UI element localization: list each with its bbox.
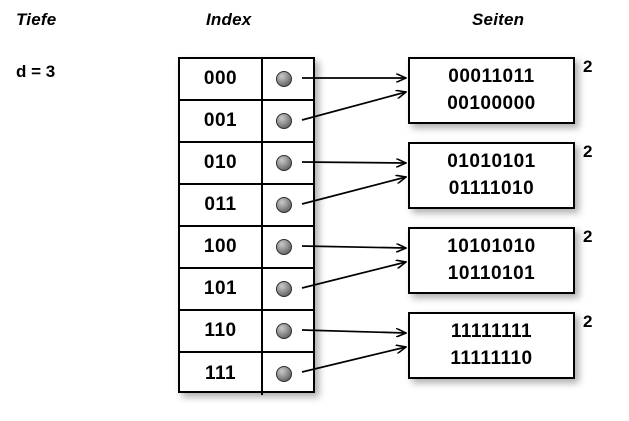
index-row[interactable]: 011	[180, 185, 313, 227]
page-local-depth: 2	[583, 57, 593, 76]
index-pointer-cell[interactable]	[263, 101, 313, 141]
index-key: 101	[180, 269, 263, 309]
page-record: 01111010	[448, 177, 535, 199]
page-local-depth: 2	[583, 312, 593, 331]
arrow-row2-to-page1	[301, 162, 406, 163]
page-box[interactable]: 00011011 00100000	[408, 57, 575, 124]
index-row[interactable]: 101	[180, 269, 313, 311]
index-key: 001	[180, 101, 263, 141]
page-record: 10101010	[447, 235, 536, 257]
index-row[interactable]: 001	[180, 101, 313, 143]
index-table: 000 001 010 011 100	[178, 57, 315, 395]
arrow-row3-to-page1	[301, 177, 406, 205]
index-key: 100	[180, 227, 263, 267]
index-key: 011	[180, 185, 263, 225]
arrow-row5-to-page2	[301, 262, 406, 289]
page-record: 00011011	[448, 65, 535, 87]
pointer-dot-icon	[276, 155, 292, 171]
pointer-dot-icon	[276, 113, 292, 129]
pointer-dot-icon	[276, 71, 292, 87]
page-box[interactable]: 10101010 10110101	[408, 227, 575, 294]
page-record: 11111110	[450, 347, 533, 369]
global-depth-value: d = 3	[16, 62, 56, 81]
index-row[interactable]: 010	[180, 143, 313, 185]
arrow-row1-to-page0	[301, 92, 406, 121]
index-pointer-cell[interactable]	[263, 185, 313, 225]
column-heading-depth: Tiefe	[16, 10, 57, 29]
index-row[interactable]: 100	[180, 227, 313, 269]
index-pointer-cell[interactable]	[263, 269, 313, 309]
index-key: 010	[180, 143, 263, 183]
index-key: 110	[180, 311, 263, 351]
index-row[interactable]: 111	[180, 353, 313, 395]
index-pointer-cell[interactable]	[263, 143, 313, 183]
index-pointer-cell[interactable]	[263, 353, 313, 395]
pointer-dot-icon	[276, 281, 292, 297]
index-key: 000	[180, 59, 263, 99]
arrow-row6-to-page3	[301, 330, 406, 333]
page-box[interactable]: 01010101 01111010	[408, 142, 575, 209]
pointer-dot-icon	[276, 239, 292, 255]
pointer-dot-icon	[276, 366, 292, 382]
arrow-row4-to-page2	[301, 246, 406, 248]
page-local-depth: 2	[583, 142, 593, 161]
arrow-row7-to-page3	[301, 347, 406, 373]
page-record: 11111111	[450, 320, 533, 342]
index-key: 111	[180, 353, 263, 395]
index-pointer-cell[interactable]	[263, 311, 313, 351]
index-row[interactable]: 000	[180, 59, 313, 101]
index-pointer-cell[interactable]	[263, 227, 313, 267]
pointer-dot-icon	[276, 323, 292, 339]
column-heading-pages: Seiten	[472, 10, 525, 29]
page-record: 01010101	[447, 150, 536, 172]
pointer-dot-icon	[276, 197, 292, 213]
page-local-depth: 2	[583, 227, 593, 246]
page-box[interactable]: 11111111 11111110	[408, 312, 575, 379]
column-heading-index: Index	[206, 10, 252, 29]
index-pointer-cell[interactable]	[263, 59, 313, 99]
page-record: 00100000	[447, 92, 536, 114]
page-record: 10110101	[447, 262, 536, 284]
index-row[interactable]: 110	[180, 311, 313, 353]
